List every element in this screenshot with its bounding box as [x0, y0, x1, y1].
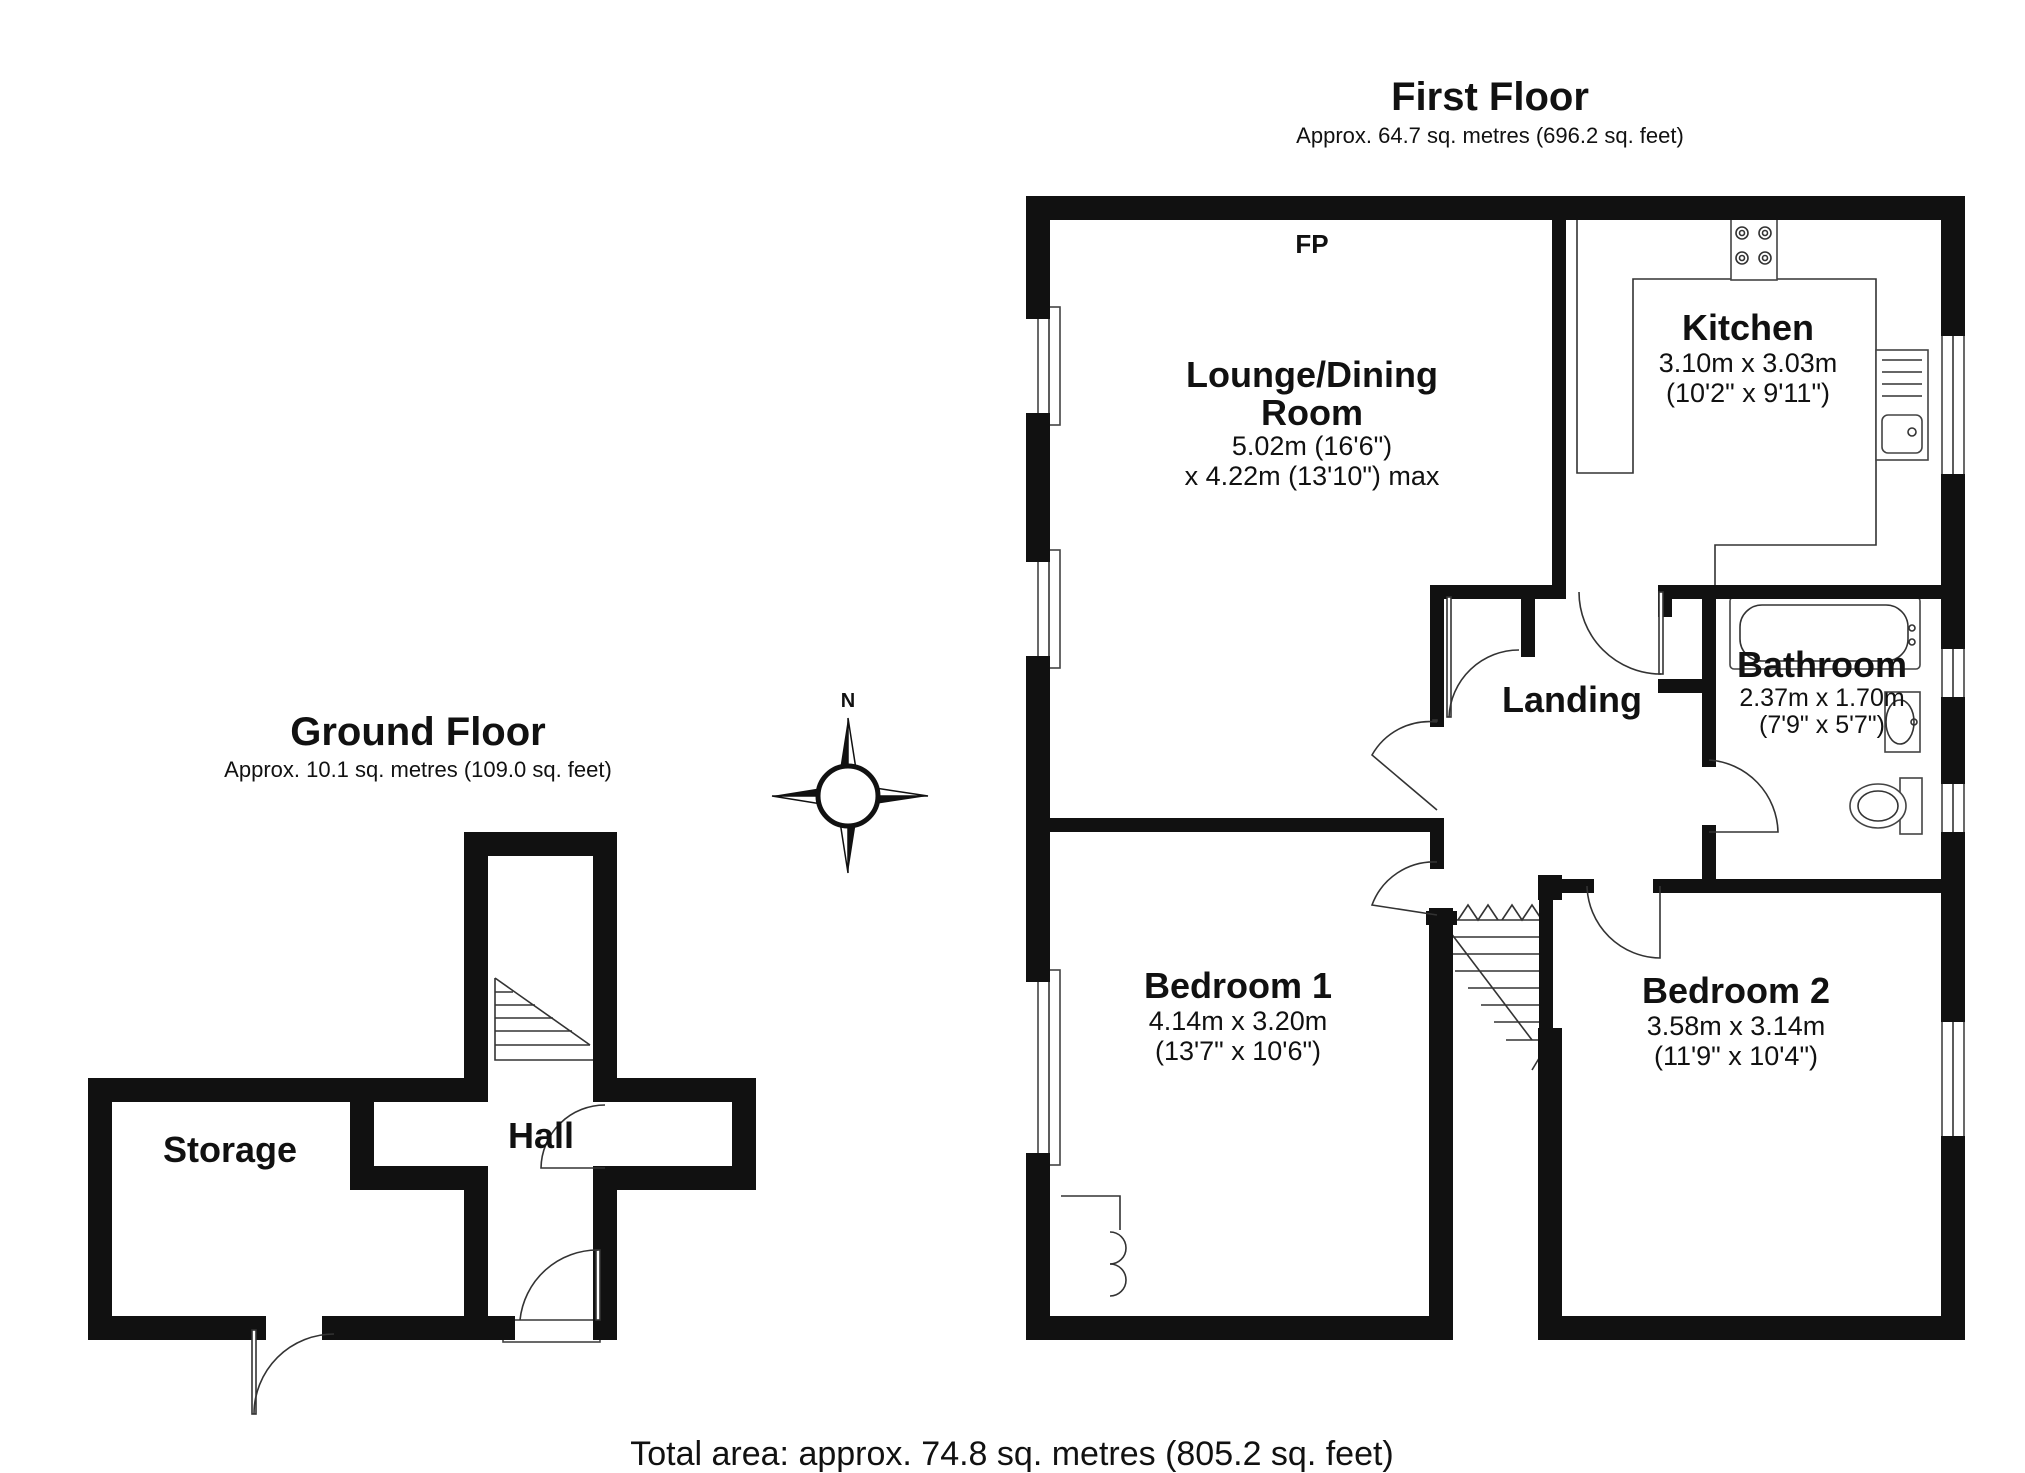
- lounge-door[interactable]: [1370, 719, 1438, 811]
- ground-floor-stairs: [494, 977, 599, 1061]
- landing-name: Landing: [1502, 679, 1642, 720]
- bedroom2-door[interactable]: [1586, 885, 1661, 959]
- first-floor-area: Approx. 64.7 sq. metres (696.2 sq. feet): [1296, 123, 1684, 148]
- first-floor-title: First Floor: [1391, 75, 1589, 119]
- compass-icon: N: [771, 690, 929, 874]
- hob-icon: [1730, 217, 1778, 281]
- ground-floor-walls: [88, 832, 756, 1340]
- bathroom-door[interactable]: [1708, 759, 1779, 833]
- bedroom1-dim-1: 4.14m x 3.20m: [1149, 1006, 1328, 1036]
- first-floor-stairs: [1440, 919, 1551, 1071]
- bedroom1-door[interactable]: [1370, 861, 1438, 916]
- bedroom1-dim-2: (13'7" x 10'6"): [1155, 1036, 1321, 1066]
- ground-floor-title: Ground Floor: [290, 710, 546, 754]
- lounge-name-line2: Room: [1261, 392, 1363, 433]
- first-floor-walls: [1026, 196, 1965, 1340]
- hall-entrance-door[interactable]: [519, 1249, 601, 1321]
- hall-entrance-sill: [502, 1319, 601, 1343]
- bedroom1-wardrobe: [1061, 1195, 1127, 1297]
- toilet-icon: [1849, 777, 1923, 835]
- lounge-dim-1: 5.02m (16'6"): [1232, 431, 1392, 461]
- stair-bifold-door: [1457, 903, 1543, 922]
- hall-inner-door[interactable]: [540, 1104, 606, 1169]
- ground-floor-plan: Storage Hall: [88, 832, 756, 1415]
- bedroom1-name: Bedroom 1: [1144, 965, 1332, 1006]
- bedroom2-name: Bedroom 2: [1642, 970, 1830, 1011]
- kitchen-dim-2: (10'2" x 9'11"): [1666, 378, 1830, 408]
- lounge-door-top[interactable]: [1446, 596, 1520, 718]
- kitchen-name: Kitchen: [1682, 307, 1814, 348]
- compass-north-label: N: [841, 690, 855, 712]
- storage-name: Storage: [163, 1129, 297, 1170]
- bedroom2-dim-2: (11'9" x 10'4"): [1654, 1041, 1818, 1071]
- lounge-dim-2: x 4.22m (13'10") max: [1185, 461, 1440, 491]
- bathroom-dim-1: 2.37m x 1.70m: [1739, 684, 1904, 712]
- kitchen-dim-1: 3.10m x 3.03m: [1659, 348, 1838, 378]
- basin-icon: [1884, 691, 1921, 753]
- ground-floor-area: Approx. 10.1 sq. metres (109.0 sq. feet): [224, 757, 612, 782]
- bedroom2-dim-1: 3.58m x 3.14m: [1647, 1011, 1826, 1041]
- sink-icon: [1875, 349, 1929, 461]
- hall-name: Hall: [508, 1115, 574, 1156]
- storage-door[interactable]: [251, 1329, 335, 1415]
- bathroom-name: Bathroom: [1737, 644, 1907, 685]
- first-floor-plan: FP Lounge/Dining Room 5.02m (16'6") x 4.…: [1026, 196, 1965, 1340]
- fireplace-label: FP: [1295, 229, 1328, 259]
- total-area: Total area: approx. 74.8 sq. metres (805…: [630, 1435, 1394, 1473]
- bathroom-dim-2: (7'9" x 5'7"): [1759, 711, 1885, 739]
- lounge-name-line1: Lounge/Dining: [1186, 354, 1438, 395]
- kitchen-door[interactable]: [1578, 591, 1664, 675]
